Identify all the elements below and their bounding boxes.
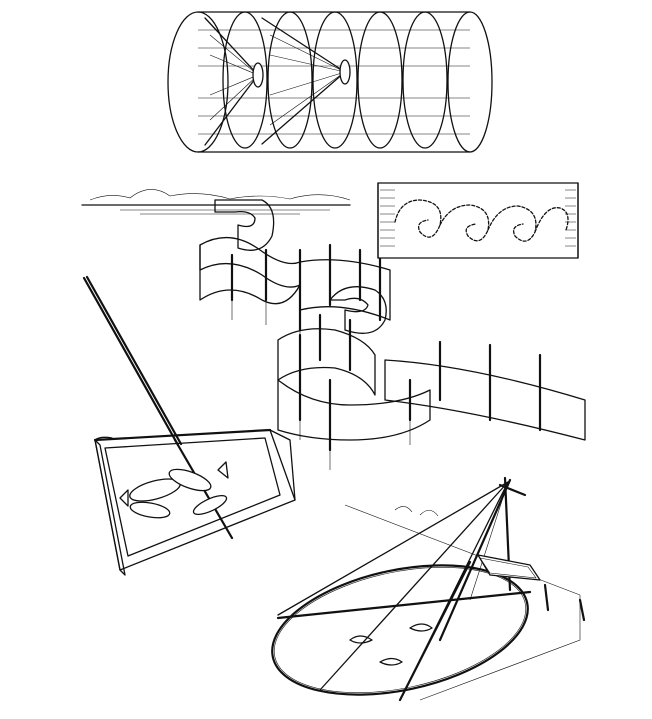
shoreline xyxy=(81,189,351,215)
cylindrical-fish-trap xyxy=(167,11,493,153)
lift-net xyxy=(271,476,586,702)
spiral-net-fence xyxy=(199,199,586,470)
woven-scoop-basket xyxy=(82,275,296,576)
spiral-fence-plan xyxy=(377,182,579,259)
